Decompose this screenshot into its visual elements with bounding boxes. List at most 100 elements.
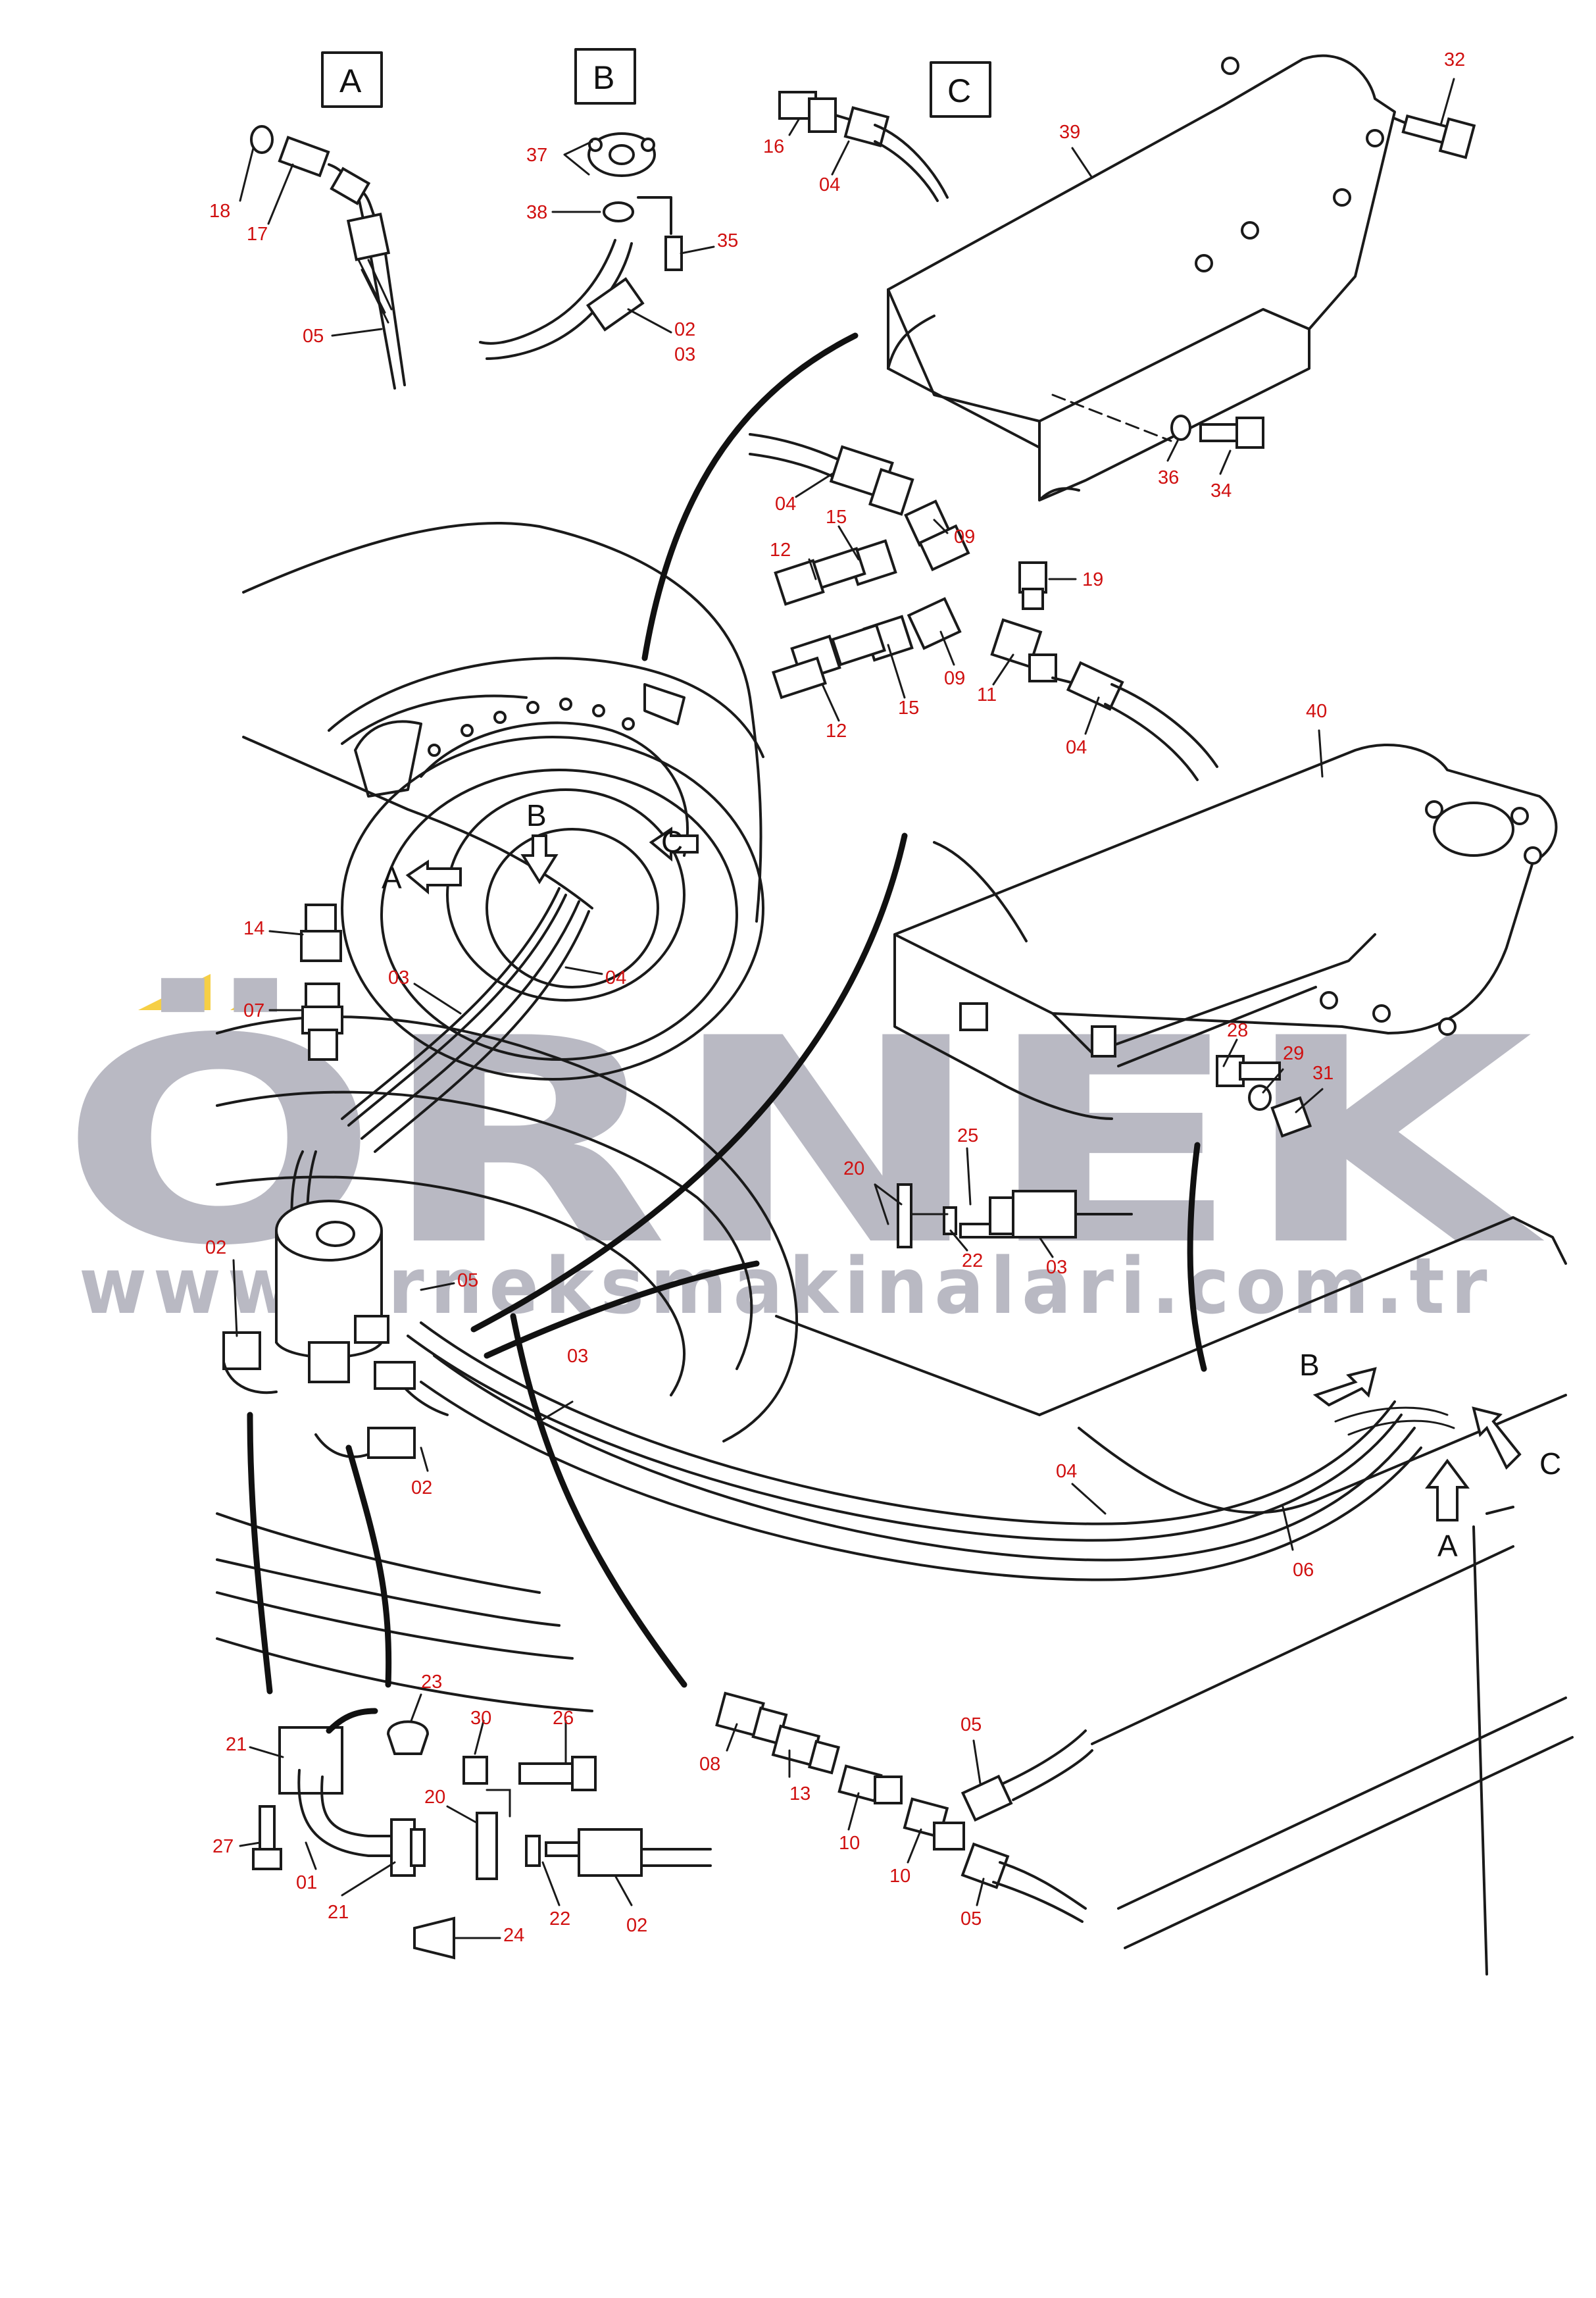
hose-bundle [290, 887, 1455, 1581]
callout-16: 16 [763, 136, 784, 157]
callout-10: 10 [839, 1833, 860, 1854]
detail-box-a: A [321, 51, 383, 108]
detail-box-b: B [574, 48, 636, 105]
callout-37: 37 [526, 145, 547, 166]
callout-17: 17 [247, 224, 268, 245]
bolt-35 [664, 236, 683, 271]
view-arrow-a-left-label: A [382, 861, 402, 895]
callout-07: 07 [243, 1000, 264, 1021]
rotary-detail-bottom [252, 1720, 712, 1960]
detail-box-b-label: B [593, 59, 614, 96]
callout-20: 20 [843, 1158, 864, 1179]
callout-26: 26 [553, 1708, 574, 1729]
detail-c-assembly [778, 91, 949, 202]
hose-elbow-05 [328, 163, 396, 390]
callout-03: 03 [1046, 1257, 1067, 1278]
swivel-joint [222, 1200, 416, 1459]
callout-19: 19 [1082, 569, 1103, 590]
callout-04: 04 [819, 174, 840, 195]
callout-14: 14 [243, 918, 264, 939]
detail-box-a-label: A [339, 63, 362, 99]
callout-12: 12 [826, 721, 847, 742]
bolt-32 [1393, 114, 1476, 159]
callout-39: 39 [1059, 122, 1080, 143]
view-arrow-c-left-label: C [661, 825, 683, 859]
callout-22: 22 [549, 1908, 570, 1929]
callout-10: 10 [889, 1866, 910, 1887]
callout-05: 05 [457, 1270, 478, 1291]
callout-12: 12 [770, 540, 791, 561]
fitting-cluster-top [749, 433, 1218, 781]
fitting-17 [278, 136, 330, 178]
hose-b-02-03 [479, 239, 616, 345]
callout-05: 05 [303, 326, 324, 347]
callout-02: 02 [411, 1477, 432, 1498]
callout-05: 05 [960, 1714, 982, 1735]
view-arrow-c-right-label: C [1539, 1446, 1561, 1481]
callout-03: 03 [388, 967, 409, 988]
detail-box-c-label: C [947, 72, 971, 109]
view-arrow-b-left-label: B [526, 798, 547, 832]
callout-02: 02 [626, 1915, 647, 1936]
machine-body [216, 521, 1574, 1976]
callout-18: 18 [209, 201, 230, 222]
watermark-accent-triangle [138, 974, 211, 1010]
callout-21: 21 [226, 1734, 247, 1755]
bracket-40 [893, 744, 1558, 1120]
callout-09: 09 [954, 526, 975, 548]
callout-02: 02 [674, 319, 695, 340]
view-arrow-a-right: A [1425, 1458, 1470, 1563]
callout-23: 23 [421, 1672, 442, 1693]
callout-35: 35 [717, 230, 738, 251]
callout-leaders [232, 78, 1455, 1939]
callout-04: 04 [1056, 1461, 1077, 1482]
detail-box-c: C [930, 61, 991, 118]
detail-20-22-25 [897, 1183, 1133, 1248]
detail-a-assembly [250, 125, 406, 390]
callout-13: 13 [789, 1783, 810, 1804]
fitting-07 [301, 983, 343, 1061]
callout-20: 20 [424, 1787, 445, 1808]
callout-03: 03 [567, 1346, 588, 1367]
callout-28: 28 [1227, 1020, 1248, 1041]
callout-36: 36 [1158, 467, 1179, 488]
view-arrow-a-left: A [382, 859, 462, 895]
callout-15: 15 [898, 698, 919, 719]
swing-ring [341, 683, 764, 1081]
callout-03: 03 [674, 344, 695, 365]
fitting-14 [300, 904, 342, 962]
view-arrow-b-left: B [520, 798, 559, 884]
callout-30: 30 [470, 1708, 491, 1729]
view-arrow-a-right-label: A [1437, 1529, 1458, 1563]
view-arrow-c-left: C [649, 825, 699, 862]
callout-38: 38 [526, 202, 547, 223]
callout-08: 08 [699, 1754, 720, 1775]
callout-15: 15 [826, 507, 847, 528]
callout-24: 24 [503, 1925, 524, 1946]
callout-labels: 18 17 05 37 38 35 02 03 16 04 39 32 36 3… [205, 49, 1465, 1946]
bracket-39 [887, 54, 1396, 501]
detail-b-assembly [479, 132, 683, 360]
fitting-cluster-bottom [715, 1691, 1093, 1923]
callout-02: 02 [205, 1237, 226, 1258]
callout-06: 06 [1293, 1560, 1314, 1581]
watermark-accent-triangle-2 [230, 987, 263, 1010]
callout-04: 04 [775, 494, 796, 515]
view-arrow-b-right: B [1299, 1348, 1377, 1407]
callout-05: 05 [960, 1908, 982, 1929]
callout-27: 27 [212, 1836, 234, 1857]
callout-01: 01 [296, 1872, 317, 1893]
washer-36-bolt-34 [1170, 415, 1264, 449]
callout-21: 21 [328, 1902, 349, 1923]
o-ring-18 [250, 125, 274, 154]
callout-09: 09 [944, 668, 965, 689]
callout-32: 32 [1444, 49, 1465, 70]
callout-40: 40 [1306, 701, 1327, 722]
callout-11: 11 [977, 684, 997, 705]
view-arrow-c-right: C [1472, 1406, 1561, 1481]
o-ring-38 [603, 201, 634, 222]
callout-29: 29 [1283, 1043, 1304, 1064]
detail-leader-curves [247, 332, 1207, 1734]
callout-34: 34 [1210, 480, 1232, 501]
